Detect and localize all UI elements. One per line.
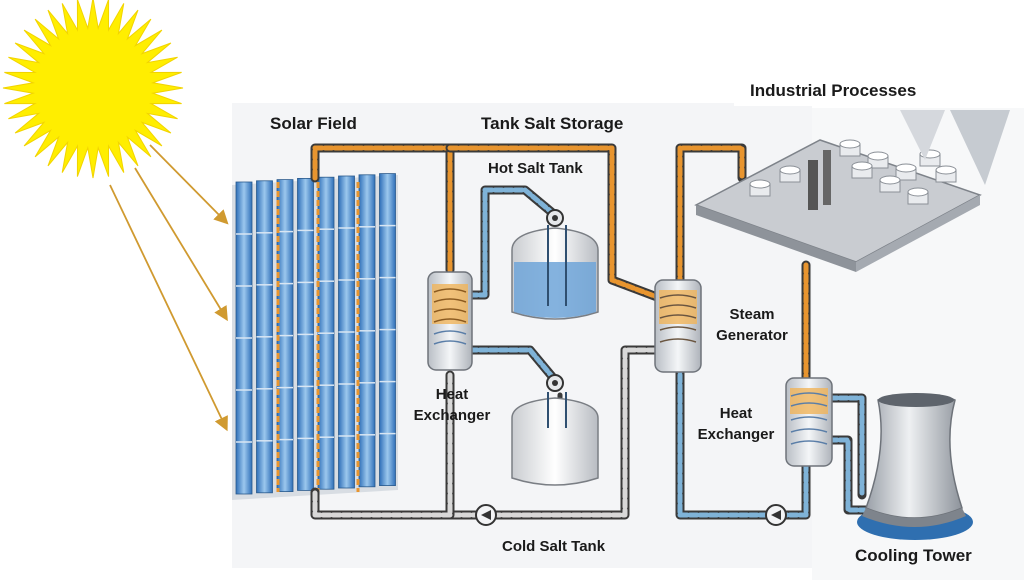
hot-salt-tank — [511, 225, 599, 320]
label-background — [734, 76, 944, 106]
heat-exchanger-icon — [785, 377, 833, 467]
steam-generator-label: Steam Generator — [716, 306, 788, 344]
sun-ray — [134, 167, 228, 322]
sun-rays — [109, 144, 229, 432]
background-hills — [900, 110, 1010, 185]
sun-ray — [109, 184, 228, 432]
cooling-tower-icon — [857, 393, 973, 540]
cold-salt-tank — [511, 392, 599, 486]
cooling-tower-label: Cooling Tower — [855, 546, 972, 565]
pump-icon — [765, 504, 787, 526]
heat-exchanger-icon — [654, 279, 702, 373]
hot-salt-tank-label: Hot Salt Tank — [488, 160, 583, 177]
pump-icon — [546, 209, 564, 227]
pipe-network — [310, 143, 890, 520]
solar-field-label: Solar Field — [270, 114, 357, 133]
sun-icon — [2, 0, 184, 179]
cold-salt-tank-label: Cold Salt Tank — [502, 538, 606, 555]
heat-exchanger-icon — [427, 271, 473, 371]
solar-panel-array — [232, 173, 398, 500]
heat-exchanger-1-label: Heat Exchanger — [413, 386, 491, 424]
factory-icon — [694, 139, 982, 272]
pump-icon — [546, 374, 564, 392]
tank-salt-storage-label: Tank Salt Storage — [481, 114, 624, 133]
sun-ray — [149, 144, 229, 225]
pump-icon — [475, 504, 497, 526]
industrial-processes-label: Industrial Processes — [750, 81, 917, 100]
heat-exchanger-2-label: Heat Exchanger — [697, 405, 775, 443]
